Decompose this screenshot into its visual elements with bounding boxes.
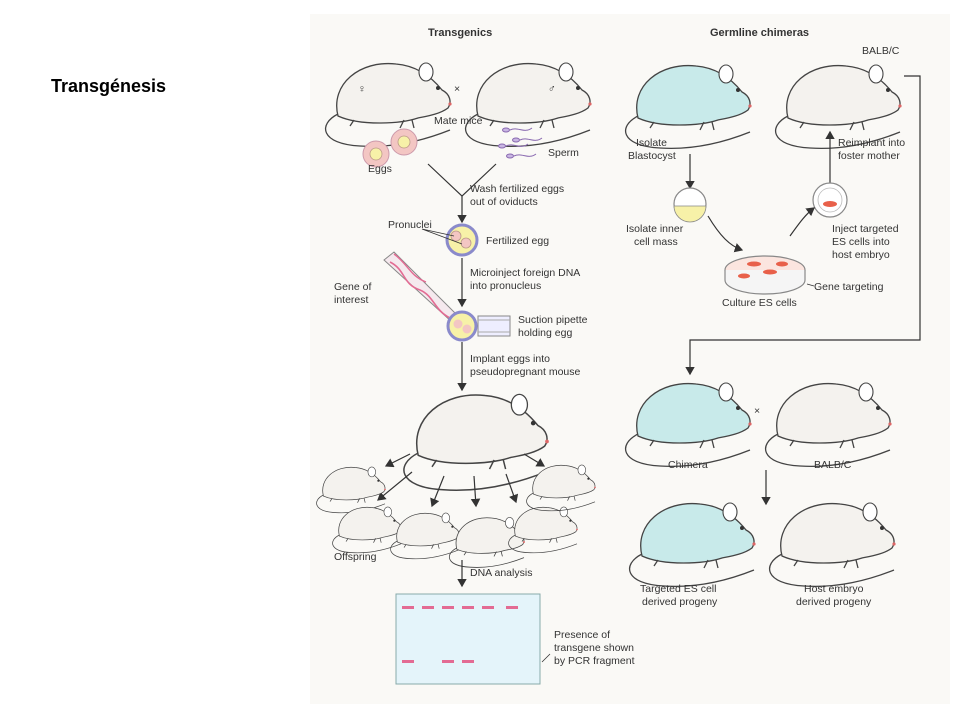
reimplant-line-1: Reimplant into — [838, 137, 905, 149]
female-symbol: ♀ — [358, 83, 366, 95]
chimeras-heading: Germline chimeras — [710, 27, 809, 39]
eggs-label: Eggs — [368, 163, 392, 175]
chimera-label: Chimera — [668, 459, 708, 471]
reimplant-line-2: foster mother — [838, 150, 900, 162]
wash-line-2: out of oviducts — [470, 196, 538, 208]
wash-line-1: Wash fertilized eggs — [470, 183, 564, 195]
culture-dish-icon — [724, 255, 806, 295]
inject-line-2: ES cells into — [832, 236, 890, 248]
gel-bands-bottom — [402, 660, 474, 663]
gel-pointer — [541, 653, 551, 663]
offspring-mouse-6 — [526, 464, 597, 512]
balbc-bottom-label: BALB/C — [814, 459, 852, 471]
dna-analysis-label: DNA analysis — [470, 567, 532, 579]
transgenesis-figure: Transgenics ♀ × ♂ Mate mice Eggs Sperm W… — [310, 14, 950, 704]
inject-line-1: Inject targeted — [832, 223, 899, 235]
arrow-to-inject — [789, 207, 815, 237]
eggs-icon — [362, 128, 418, 168]
suction-line-1: Suction pipette — [518, 314, 588, 326]
pronuclei-pointer — [421, 228, 463, 245]
microinject-line-1: Microinject foreign DNA — [470, 267, 580, 279]
cross-symbol-bottom: × — [754, 405, 760, 417]
host-line-1: Host embryo — [804, 583, 864, 595]
transgenics-heading: Transgenics — [428, 27, 492, 39]
sperm-icon — [498, 127, 543, 159]
injection-pipette-icon — [383, 251, 459, 323]
offspring-mouse-3 — [390, 512, 461, 560]
microinject-line-2: into pronucleus — [470, 280, 541, 292]
inner-line-2: cell mass — [634, 236, 678, 248]
mate-label: Mate mice — [434, 115, 483, 127]
host-embryo-icon — [812, 182, 848, 218]
culture-label: Culture ES cells — [722, 297, 797, 309]
pronuclei-label: Pronuclei — [388, 219, 432, 231]
host-progeny-mouse — [768, 502, 897, 588]
isolate-line-2: Blastocyst — [628, 150, 676, 162]
cross-symbol-top: × — [454, 83, 460, 95]
implant-line-1: Implant eggs into — [470, 353, 550, 365]
foster-mouse — [774, 64, 903, 150]
female-mouse — [324, 62, 453, 148]
host-line-2: derived progeny — [796, 596, 872, 608]
balbc-top-label: BALB/C — [862, 45, 900, 57]
pcr-gel — [395, 593, 541, 685]
slide-title: Transgénesis — [51, 76, 167, 96]
suction-line-2: holding egg — [518, 327, 572, 339]
gene-line-2: interest — [334, 294, 369, 306]
male-symbol: ♂ — [548, 83, 556, 95]
inject-line-3: host embryo — [832, 249, 890, 261]
connector-line — [685, 75, 921, 376]
fertilized-egg-icon — [445, 223, 479, 257]
donor-mouse — [624, 64, 753, 150]
implant-line-2: pseudopregnant mouse — [470, 366, 580, 378]
targeted-line-2: derived progeny — [642, 596, 718, 608]
offspring-mouse-1 — [316, 466, 387, 514]
gel-bands-top — [402, 606, 518, 609]
chimera-mouse — [624, 382, 753, 468]
sperm-label: Sperm — [548, 147, 579, 159]
offspring-arrows — [377, 453, 546, 508]
male-mouse — [464, 62, 593, 148]
diagram-canvas: Transgenics ♀ × ♂ Mate mice Eggs Sperm W… — [316, 27, 921, 685]
targeting-pointer — [806, 283, 815, 287]
presence-line-2: transgene shown — [554, 642, 634, 654]
blastocyst-icon — [673, 187, 707, 223]
targeted-line-1: Targeted ES cell — [640, 583, 716, 595]
offspring-label: Offspring — [334, 551, 377, 563]
arrow-to-culture — [707, 215, 744, 253]
isolate-line-1: Isolate — [636, 137, 667, 149]
pseudopregnant-mouse — [403, 393, 550, 491]
targeted-progeny-mouse — [628, 502, 757, 588]
inner-line-1: Isolate inner — [626, 223, 684, 235]
gene-line-1: Gene of — [334, 281, 371, 293]
fertilized-egg-label: Fertilized egg — [486, 235, 549, 247]
offspring-mouse-4 — [448, 517, 526, 568]
balbc-bottom-mouse — [764, 382, 893, 468]
presence-line-3: by PCR fragment — [554, 655, 635, 667]
gene-targeting-label: Gene targeting — [814, 281, 884, 293]
held-egg-icon — [446, 310, 478, 342]
presence-line-1: Presence of — [554, 629, 610, 641]
suction-pipette-icon — [477, 315, 511, 337]
